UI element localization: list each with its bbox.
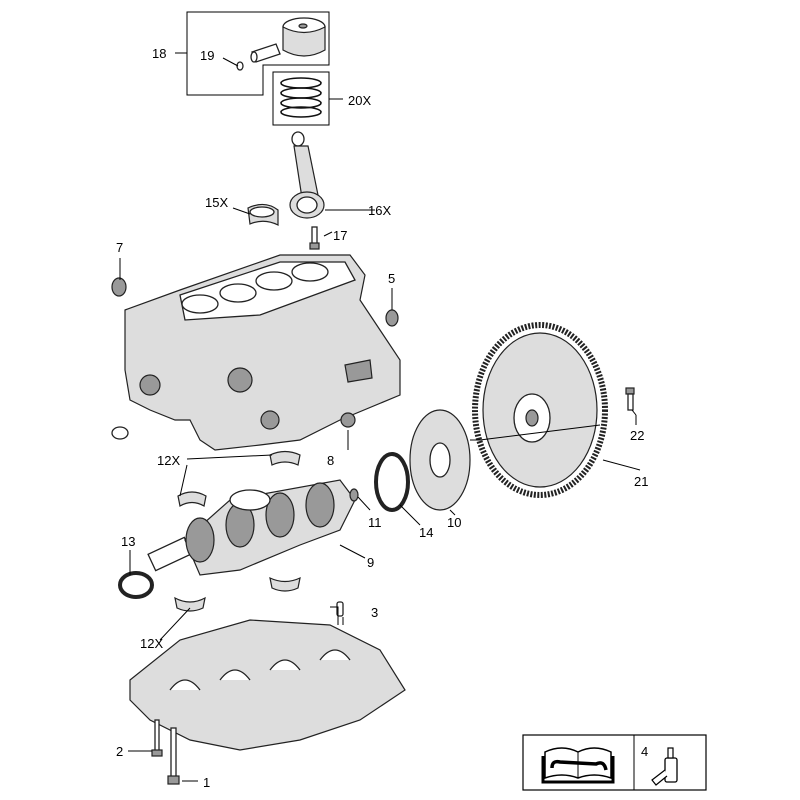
piston <box>282 17 326 57</box>
repair-manual-wrench-icon <box>541 747 615 784</box>
callout-1: 1 <box>203 775 210 790</box>
leader-lines <box>119 52 641 782</box>
piston-pin <box>250 43 281 63</box>
flex-plate <box>409 409 471 511</box>
callout-9: 9 <box>367 555 374 570</box>
callout-21: 21 <box>634 474 648 489</box>
conrod-bolt <box>309 226 320 250</box>
callout-5: 5 <box>388 271 395 286</box>
callout-7: 7 <box>116 240 123 255</box>
callout-16x: 16X <box>368 203 391 218</box>
block-plug-7 <box>111 277 127 297</box>
flywheel-bolt <box>625 387 635 411</box>
conrod-bearing-shells <box>247 203 279 226</box>
legend-box: 4 <box>522 734 707 791</box>
sealant-bottle-icon <box>651 747 678 786</box>
engine-block <box>124 254 401 451</box>
main-bearing-lower <box>269 576 301 592</box>
connecting-rod <box>289 131 325 219</box>
callout-17: 17 <box>333 228 347 243</box>
callout-8: 8 <box>327 453 334 468</box>
callout-12x-upper: 12X <box>157 453 180 468</box>
callout-15x: 15X <box>205 195 228 210</box>
callout-22: 22 <box>630 428 644 443</box>
block-plug-left <box>111 426 129 440</box>
rear-seal <box>374 452 410 512</box>
callout-2: 2 <box>116 744 123 759</box>
piston-rings <box>280 77 322 118</box>
main-bearing-upper <box>269 450 301 466</box>
callout-18: 18 <box>152 46 166 61</box>
block-plug-5 <box>385 309 399 327</box>
callout-13: 13 <box>121 534 135 549</box>
flywheel <box>472 322 608 498</box>
crankcase-bolt-1 <box>167 727 180 785</box>
main-bearing-upper-2 <box>177 491 207 507</box>
front-seal <box>118 571 154 599</box>
callout-19: 19 <box>200 48 214 63</box>
callout-20x: 20X <box>348 93 371 108</box>
callout-11: 11 <box>368 515 382 530</box>
callout-14: 14 <box>419 525 433 540</box>
crankcase-bolt-2 <box>151 719 163 757</box>
crank-pilot-bearing <box>349 488 359 502</box>
callout-3: 3 <box>371 605 378 620</box>
crankshaft <box>147 479 356 576</box>
block-plug-8 <box>340 412 356 428</box>
lower-crankcase <box>129 619 406 751</box>
callout-10: 10 <box>447 515 461 530</box>
main-bearing-lower-2 <box>174 596 206 612</box>
callout-12x-lower: 12X <box>140 636 163 651</box>
sealant-ref-number: 4 <box>641 744 648 759</box>
piston-assembly-frame <box>186 11 330 96</box>
